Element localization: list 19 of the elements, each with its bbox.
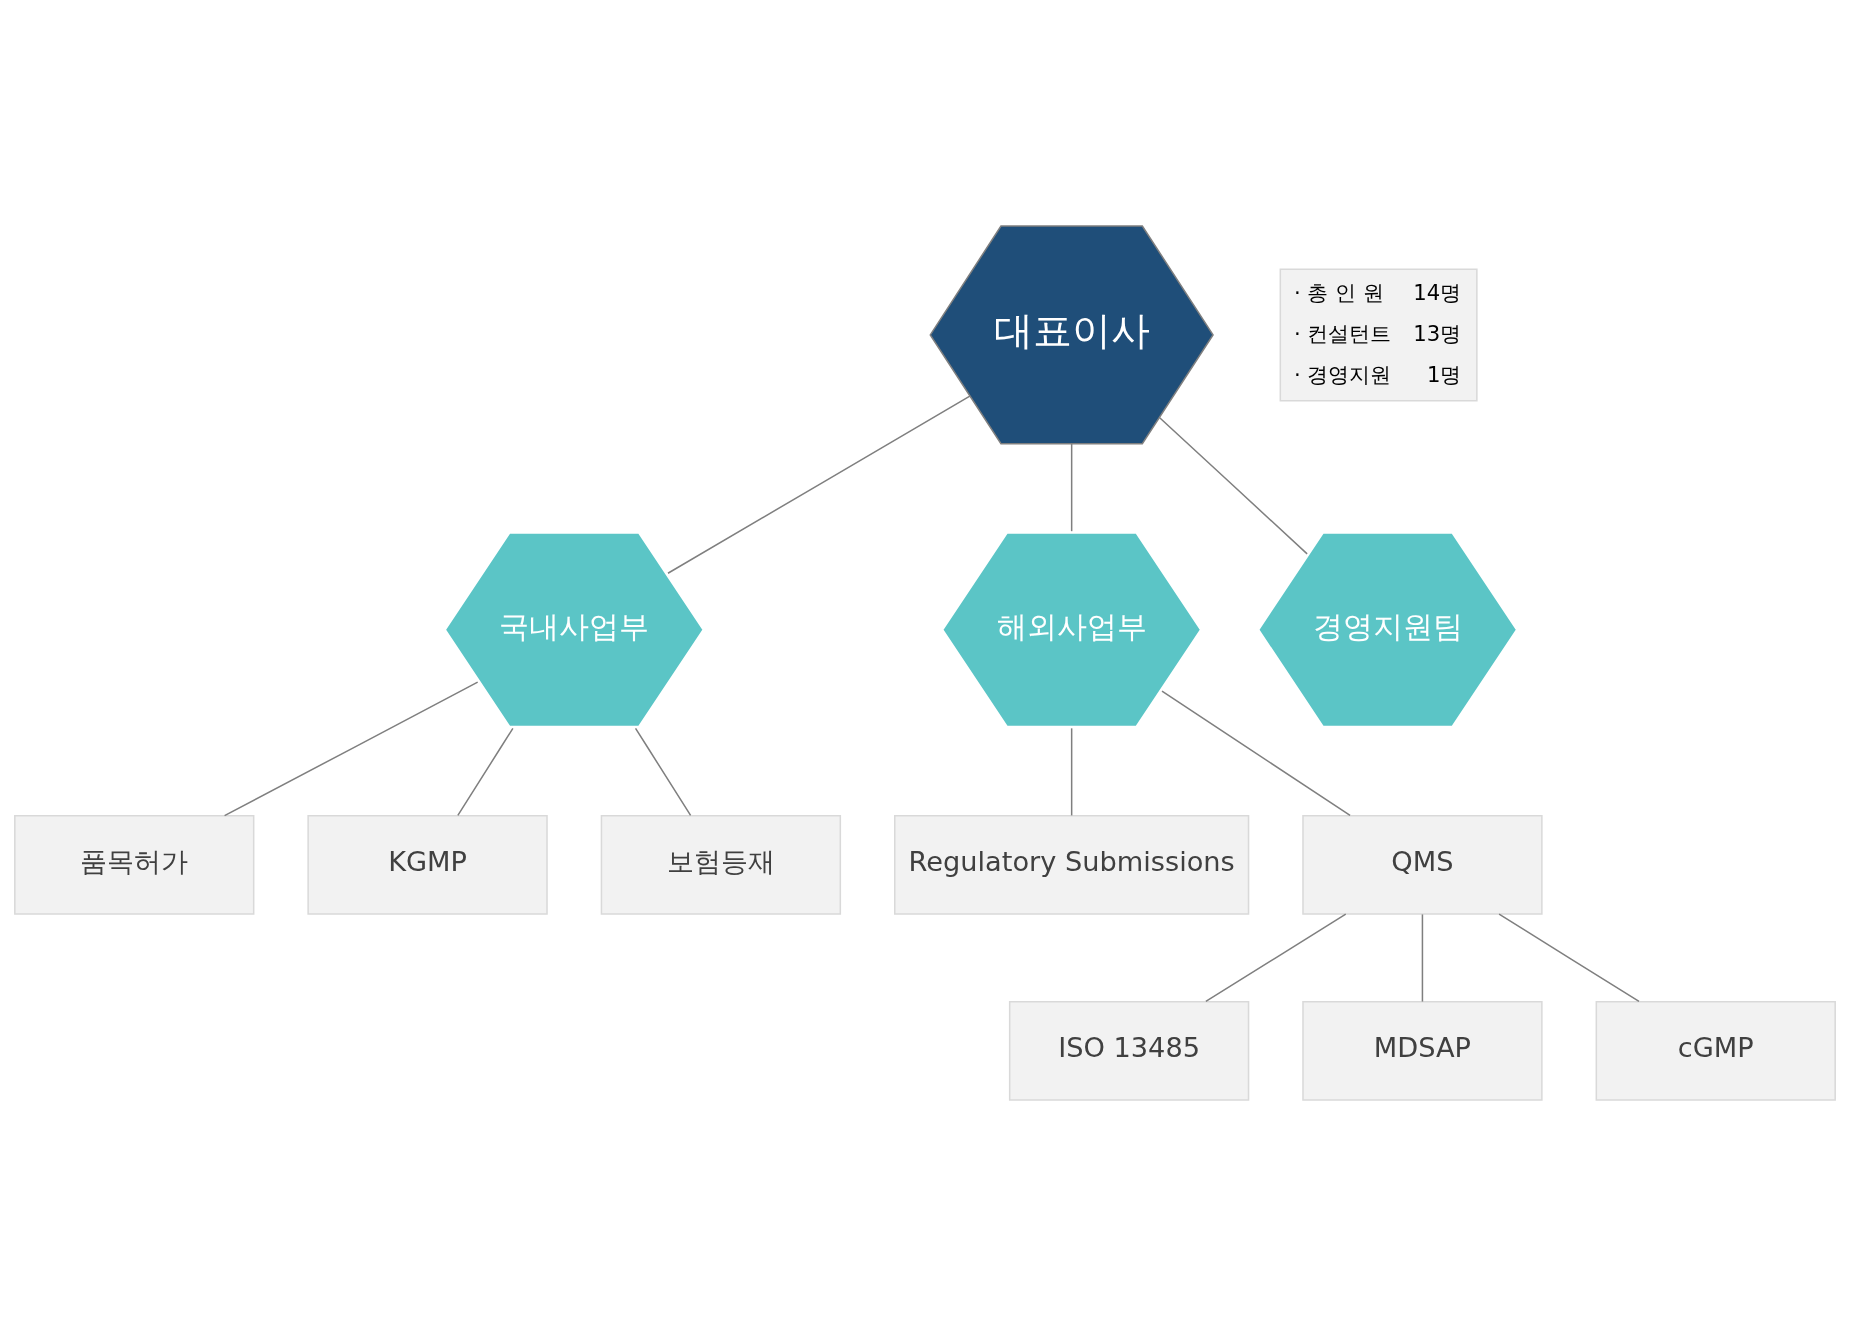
connector	[1498, 913, 1640, 1003]
node-box: 품목허가	[14, 814, 255, 915]
node-box: ISO 13485	[1008, 1000, 1250, 1101]
node-box: 보험등재	[600, 814, 842, 915]
connector	[1421, 913, 1424, 1003]
connector	[1070, 443, 1073, 532]
connector	[634, 727, 692, 817]
connector	[223, 681, 479, 817]
connector	[1161, 690, 1351, 817]
connector	[1205, 913, 1347, 1003]
node-box: MDSAP	[1302, 1000, 1543, 1101]
connector	[667, 395, 971, 574]
connector	[1070, 727, 1073, 817]
node-box: QMS	[1302, 814, 1543, 915]
node-box: cGMP	[1595, 1000, 1836, 1101]
node-box: KGMP	[307, 814, 548, 915]
connector	[1158, 416, 1308, 555]
connector	[457, 727, 514, 817]
node-box: Regulatory Submissions	[894, 814, 1250, 915]
